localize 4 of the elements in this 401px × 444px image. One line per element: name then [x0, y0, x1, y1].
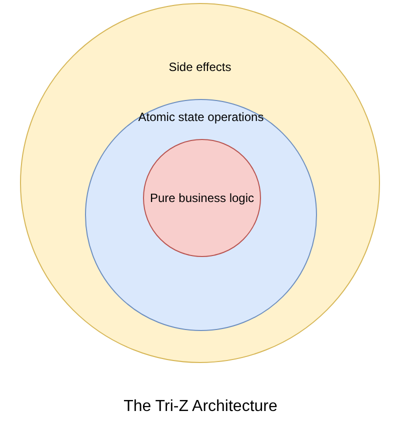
circle-label: Pure business logic — [148, 191, 256, 205]
caption: The Tri-Z Architecture — [122, 398, 278, 416]
circle-label: Side effects — [168, 60, 232, 74]
circle-label: Atomic state operations — [137, 110, 265, 124]
